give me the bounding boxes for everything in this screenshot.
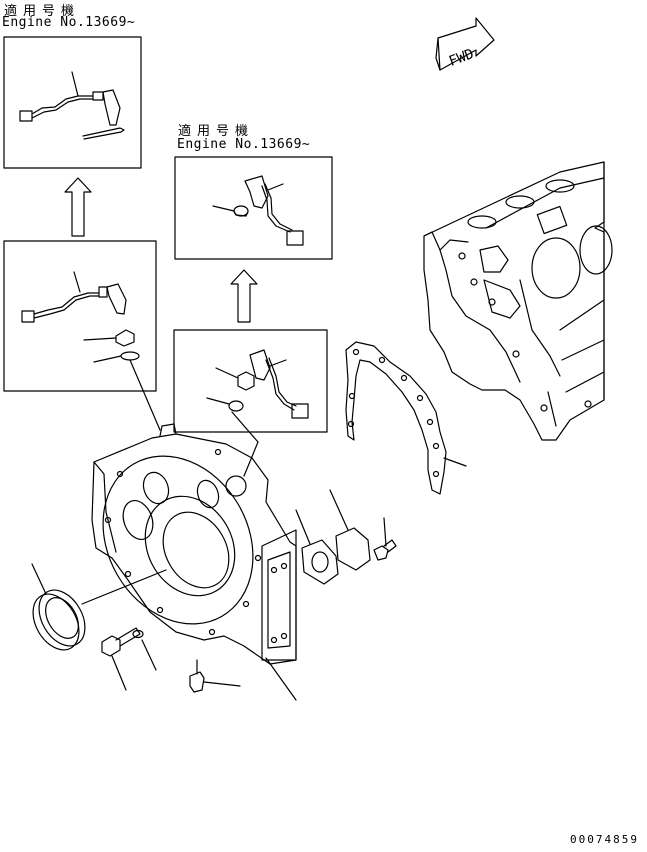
engine-number-label-top: Engine No.13669~ bbox=[2, 15, 136, 30]
inset-box-sensor-new bbox=[3, 36, 142, 169]
bolt bbox=[101, 627, 141, 691]
engine-number-label-middle: Engine No.13669~ bbox=[177, 137, 311, 152]
fwd-text: FWD bbox=[447, 46, 476, 70]
applicability-label-jp-top: 適用号機 bbox=[4, 4, 81, 19]
document-number: 00074859 bbox=[570, 833, 639, 846]
leader-sensor-to-housing bbox=[129, 359, 161, 431]
engine-cylinder-block bbox=[423, 161, 613, 441]
cover-plate bbox=[329, 489, 371, 571]
sensor-with-nut-washer-icon bbox=[206, 349, 309, 419]
inset-box-sensor-old bbox=[3, 240, 157, 392]
cover-gasket bbox=[295, 509, 339, 585]
applicability-label-jp-middle: 適用号機 bbox=[178, 124, 255, 139]
speed-sensor-harness-icon bbox=[19, 71, 125, 140]
flywheel-housing bbox=[91, 423, 297, 701]
oil-seal bbox=[31, 563, 167, 651]
inset-box-sensor-mid bbox=[174, 156, 333, 260]
washer bbox=[132, 629, 157, 671]
upgrade-arrow-left bbox=[64, 177, 92, 237]
inset-box-sensor-base bbox=[173, 329, 328, 433]
sensor-with-washer-icon bbox=[212, 175, 304, 246]
cover-bolt bbox=[373, 517, 397, 561]
speed-sensor-with-nut-icon bbox=[21, 271, 140, 363]
upgrade-arrow-middle bbox=[230, 269, 258, 323]
leader-sensor-port bbox=[231, 411, 259, 443]
drain-plug bbox=[189, 659, 241, 693]
flywheel-housing-gasket bbox=[345, 341, 467, 495]
forward-direction-arrow-icon: FWD bbox=[435, 17, 495, 71]
